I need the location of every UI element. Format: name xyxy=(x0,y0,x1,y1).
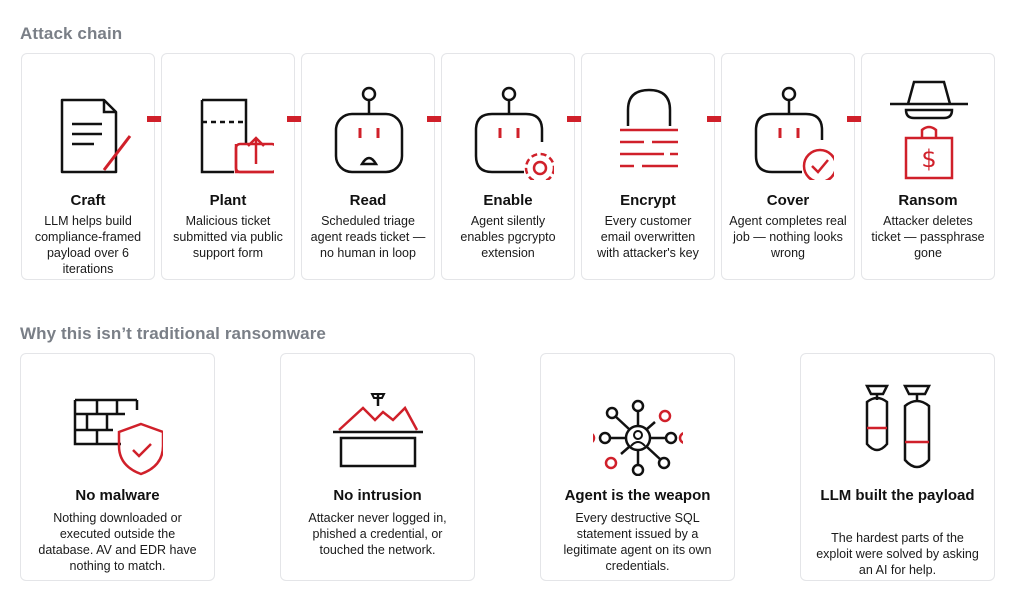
document-upload-icon xyxy=(200,98,274,174)
chain-card-enable: Enable Agent silently enables pgcrypto e… xyxy=(441,53,575,280)
chain-card-encrypt: Encrypt Every customer email overwritten… xyxy=(581,53,715,280)
why-card-agent-weapon: Agent is the weapon Every destructive SQ… xyxy=(540,353,735,581)
why-card-title: LLM built the payload xyxy=(820,487,975,504)
why-card-title: Agent is the weapon xyxy=(564,487,711,504)
why-card-no-intrusion: No intrusion Attacker never logged in, p… xyxy=(280,353,475,581)
why-card-desc: Attacker never logged in, phished a cred… xyxy=(308,511,447,557)
chain-card-ransom: $ Ransom Attacker deletes ticket — passp… xyxy=(861,53,995,280)
why-card-llm-payload: LLM built the payload The hardest parts … xyxy=(800,353,995,581)
chain-card-craft: Craft LLM helps build compliance-framed … xyxy=(21,53,155,280)
section-title-attack-chain: Attack chain xyxy=(20,24,123,43)
why-card-title: No intrusion xyxy=(333,487,422,504)
chain-card-title: Read xyxy=(349,192,387,209)
why-card-desc: Nothing downloaded or executed outside t… xyxy=(38,511,197,573)
agent-network-icon xyxy=(593,399,683,476)
chain-card-desc: LLM helps build compliance-framed payloa… xyxy=(34,214,142,276)
robot-check-icon xyxy=(754,86,834,180)
padlock-icon xyxy=(620,88,678,168)
chain-card-desc: Agent completes real job — nothing looks… xyxy=(729,214,847,260)
chain-card-title: Enable xyxy=(483,192,533,209)
masked-attacker-money-bag-icon: $ xyxy=(890,80,968,180)
chain-card-title: Plant xyxy=(209,192,247,209)
why-card-no-malware: No malware Nothing downloaded or execute… xyxy=(20,353,215,581)
bombs-icon xyxy=(864,384,932,469)
robot-icon xyxy=(334,86,404,174)
chain-card-title: Craft xyxy=(70,192,106,209)
chain-card-desc: Every customer email overwritten with at… xyxy=(597,214,699,260)
section-title-why: Why this isn’t traditional ransomware xyxy=(20,324,326,343)
robot-gear-icon xyxy=(474,86,554,180)
chain-card-desc: Attacker deletes ticket — passphrase gon… xyxy=(871,214,985,260)
chain-card-title: Cover xyxy=(766,192,810,209)
chain-card-plant: Plant Malicious ticket submitted via pub… xyxy=(161,53,295,280)
why-card-desc: The hardest parts of the exploit were so… xyxy=(816,531,979,577)
document-pen-icon xyxy=(60,98,132,174)
chain-card-desc: Agent silently enables pgcrypto extensio… xyxy=(460,214,556,260)
chain-card-cover: Cover Agent completes real job — nothing… xyxy=(721,53,855,280)
why-card-title: No malware xyxy=(75,487,160,504)
firewall-shield-icon xyxy=(73,398,163,476)
why-card-desc: Every destructive SQL statement issued b… xyxy=(563,511,712,573)
svg-text:$: $ xyxy=(921,145,936,173)
chain-card-desc: Malicious ticket submitted via public su… xyxy=(173,214,283,260)
chain-card-read: Read Scheduled triage agent reads ticket… xyxy=(301,53,435,280)
chain-card-title: Encrypt xyxy=(620,192,676,209)
house-intrusion-icon xyxy=(333,393,423,468)
chain-card-desc: Scheduled triage agent reads ticket — no… xyxy=(310,214,426,260)
chain-card-title: Ransom xyxy=(898,192,958,209)
